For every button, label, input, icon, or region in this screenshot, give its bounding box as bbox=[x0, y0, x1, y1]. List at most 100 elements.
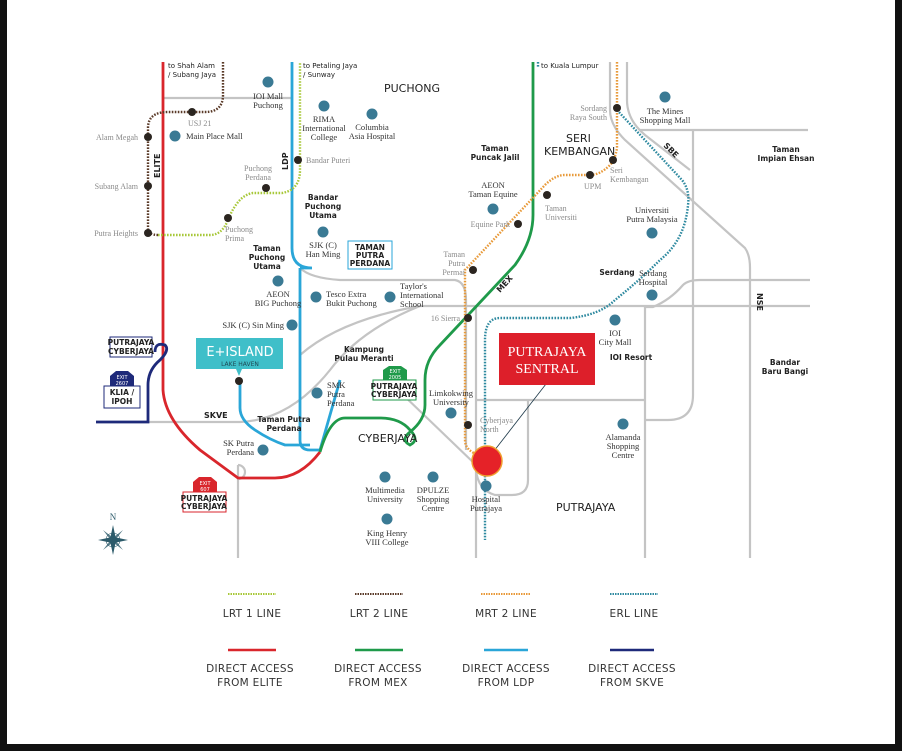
poi-alamanda: Alamanda bbox=[606, 432, 641, 442]
road-sentral-grid-v2 bbox=[474, 400, 530, 497]
stations bbox=[144, 104, 621, 429]
poi-sjk-sin-ming: SJK (C) Sin Ming bbox=[222, 320, 284, 330]
station-taman-universiti[interactable] bbox=[543, 191, 551, 199]
sentral-location-marker[interactable] bbox=[471, 445, 503, 477]
mall-icon[interactable] bbox=[427, 471, 439, 483]
sign-exit-2005: EXIT 2005 PUTRAJAYA CYBERJAYA bbox=[371, 366, 418, 401]
station-equine-park[interactable] bbox=[514, 220, 522, 228]
poi-aeon-big: AEON bbox=[266, 289, 290, 299]
mall-icon[interactable] bbox=[272, 275, 284, 287]
area-taman-puncak-jalil-2: Puncak Jalil bbox=[471, 153, 520, 162]
exit-text: EXIT bbox=[389, 369, 401, 375]
area-taman-putra-perdana-2: Perdana bbox=[266, 424, 301, 433]
school-icon[interactable] bbox=[318, 100, 330, 112]
road-sbe-1 bbox=[608, 62, 752, 558]
school-icon[interactable] bbox=[646, 227, 658, 239]
legend-label: FROM LDP bbox=[478, 677, 535, 689]
highways bbox=[96, 62, 535, 480]
station-bandar-puteri[interactable] bbox=[294, 156, 302, 164]
hospital-icon[interactable] bbox=[646, 289, 658, 301]
lrt1-line[interactable] bbox=[158, 62, 302, 237]
legend: LRT 1 LINE LRT 2 LINE MRT 2 LINE ERL LIN… bbox=[206, 593, 676, 689]
school-icon[interactable] bbox=[257, 444, 269, 456]
legend-ldp: DIRECT ACCESS FROM LDP bbox=[462, 648, 550, 689]
sign-taman-putra-perdana: TAMAN PUTRA PERDANA bbox=[347, 240, 393, 270]
station-sordang-raya-south[interactable] bbox=[613, 104, 621, 112]
lrt2-line[interactable] bbox=[146, 62, 225, 237]
poi-rima-2: International bbox=[302, 123, 346, 133]
mall-icon[interactable] bbox=[487, 203, 499, 215]
area-bandar-baru-bangi-2: Baru Bangi bbox=[762, 367, 808, 376]
skve-highway[interactable] bbox=[96, 342, 169, 424]
station-upm[interactable] bbox=[586, 171, 594, 179]
mall-icon[interactable] bbox=[262, 76, 274, 88]
sentral-line2: SENTRAL bbox=[516, 362, 579, 377]
school-icon[interactable] bbox=[381, 513, 393, 525]
poi-main-place-mall: Main Place Mall bbox=[186, 131, 243, 141]
station-cyberjaya-north[interactable] bbox=[464, 421, 472, 429]
area-taman-puchong-utama-2: Puchong bbox=[249, 253, 285, 262]
legend-elite: DIRECT ACCESS FROM ELITE bbox=[206, 648, 294, 689]
legend-skve: DIRECT ACCESS FROM SKVE bbox=[588, 648, 676, 689]
small-area-labels: Taman Puncak Jalil Taman Impian Ehsan Ba… bbox=[249, 144, 815, 433]
station-putra-heights[interactable] bbox=[144, 229, 152, 237]
hospital-icon[interactable] bbox=[366, 108, 378, 120]
label-universiti: Universiti bbox=[545, 213, 578, 222]
poi-serdang-hospital: Serdang bbox=[639, 268, 668, 278]
poi-rima: RIMA bbox=[313, 114, 336, 124]
poi-columbia-2: Asia Hospital bbox=[349, 131, 396, 141]
sign-text: PUTRAJAYA bbox=[181, 494, 228, 503]
school-icon[interactable] bbox=[445, 407, 457, 419]
mall-icon[interactable] bbox=[609, 314, 621, 326]
dest-shah-alam: to Shah Alam bbox=[168, 62, 215, 70]
school-icon[interactable] bbox=[317, 226, 329, 238]
sign-text: CYBERJAYA bbox=[371, 390, 417, 399]
legend-label: LRT 2 LINE bbox=[350, 608, 409, 620]
area-kampung-pulau-meranti-2: Pulau Meranti bbox=[334, 354, 393, 363]
road-skve bbox=[96, 304, 421, 424]
school-icon[interactable] bbox=[311, 387, 323, 399]
ldp-highway[interactable] bbox=[290, 62, 342, 452]
station-subang-alam[interactable] bbox=[144, 182, 152, 190]
station-puchong-prima[interactable] bbox=[224, 214, 232, 222]
eisland-badge[interactable]: E+ISLAND LAKE HAVEN bbox=[196, 338, 283, 376]
label-puchong-perdana-2: Perdana bbox=[245, 173, 271, 182]
legend-label: LRT 1 LINE bbox=[223, 608, 282, 620]
station-16-sierra[interactable] bbox=[464, 314, 472, 322]
label-puchong-prima: Puchong bbox=[225, 225, 253, 234]
mall-icon[interactable] bbox=[169, 130, 181, 142]
poi-tesco: Tesco Extra bbox=[326, 289, 366, 299]
mall-icon[interactable] bbox=[659, 91, 671, 103]
elite-highway[interactable] bbox=[161, 62, 322, 480]
mex-highway[interactable] bbox=[318, 62, 535, 453]
hospital-icon[interactable] bbox=[480, 480, 492, 492]
putrajaya-sentral[interactable]: PUTRAJAYA SENTRAL bbox=[471, 333, 595, 477]
station-taman-putra-permai[interactable] bbox=[469, 266, 477, 274]
station-usj21[interactable] bbox=[188, 108, 196, 116]
poi-dpulze-2: Shopping bbox=[417, 494, 450, 504]
school-icon[interactable] bbox=[384, 291, 396, 303]
legend-label: MRT 2 LINE bbox=[475, 608, 537, 620]
legend-label: DIRECT ACCESS bbox=[588, 663, 676, 675]
legend-label: FROM ELITE bbox=[217, 677, 283, 689]
poi-king-henry-2: VIII College bbox=[365, 537, 408, 547]
school-icon[interactable] bbox=[286, 319, 298, 331]
poi-sjk-han-ming: SJK (C) bbox=[309, 240, 337, 250]
poi-upm-uni: Universiti bbox=[635, 205, 670, 215]
area-kembangan: KEMBANGAN bbox=[544, 145, 615, 158]
mall-icon[interactable] bbox=[310, 291, 322, 303]
legend-mex: DIRECT ACCESS FROM MEX bbox=[334, 648, 422, 689]
mall-icon[interactable] bbox=[617, 418, 629, 430]
eisland-pin[interactable] bbox=[235, 377, 243, 385]
ldp-highway-eisland[interactable] bbox=[238, 380, 310, 447]
erl-line[interactable] bbox=[483, 109, 690, 540]
station-puchong-perdana[interactable] bbox=[262, 184, 270, 192]
road-label-nse: NSE bbox=[755, 293, 764, 311]
eisland-subtitle: LAKE HAVEN bbox=[221, 361, 259, 368]
label-putra: Putra bbox=[448, 259, 465, 268]
station-seri-kembangan[interactable] bbox=[609, 156, 617, 164]
school-icon[interactable] bbox=[379, 471, 391, 483]
station-alam-megah[interactable] bbox=[144, 133, 152, 141]
poi-aeon-big-2: BIG Puchong bbox=[255, 298, 302, 308]
